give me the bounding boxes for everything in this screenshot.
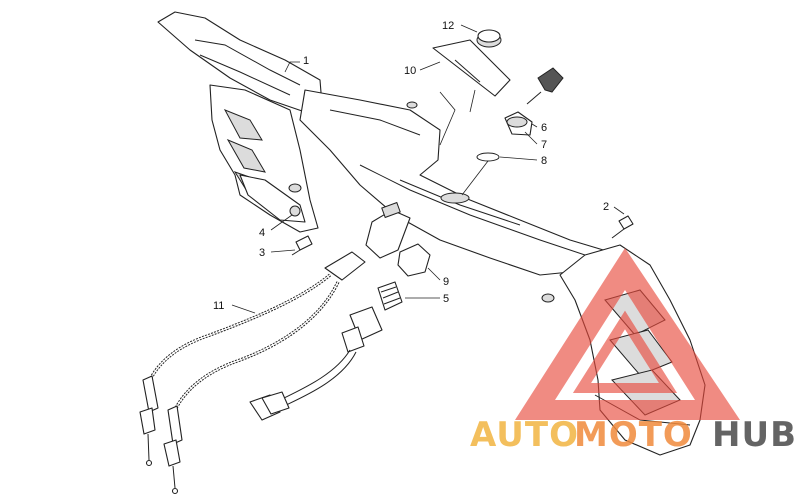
throttle-cables	[139, 251, 366, 495]
watermark-triangle-icon	[515, 248, 740, 420]
watermark-auto: AUTO	[470, 415, 579, 455]
callout-10: 10	[404, 65, 416, 77]
callout-5: 5	[443, 293, 449, 305]
callout-labels: 1 2 3 4 5 6 7 8 9 10 11 12	[213, 20, 609, 312]
automotohub-watermark: AUTO MOTO HUB	[470, 248, 797, 455]
ignition-key-assembly	[432, 29, 564, 196]
callout-9: 9	[443, 276, 449, 288]
leader-lines	[231, 24, 625, 314]
callout-12: 12	[442, 20, 454, 32]
callout-6: 6	[541, 122, 547, 134]
callout-1: 1	[303, 55, 309, 67]
watermark-hub: HUB	[712, 415, 797, 455]
callout-11: 11	[213, 300, 224, 312]
callout-7: 7	[541, 139, 547, 151]
callout-4: 4	[259, 227, 265, 239]
callout-3: 3	[259, 247, 265, 259]
callout-8: 8	[541, 155, 547, 167]
switch-and-connectors	[249, 201, 634, 421]
callout-2: 2	[603, 201, 609, 213]
watermark-moto: MOTO	[574, 415, 693, 455]
